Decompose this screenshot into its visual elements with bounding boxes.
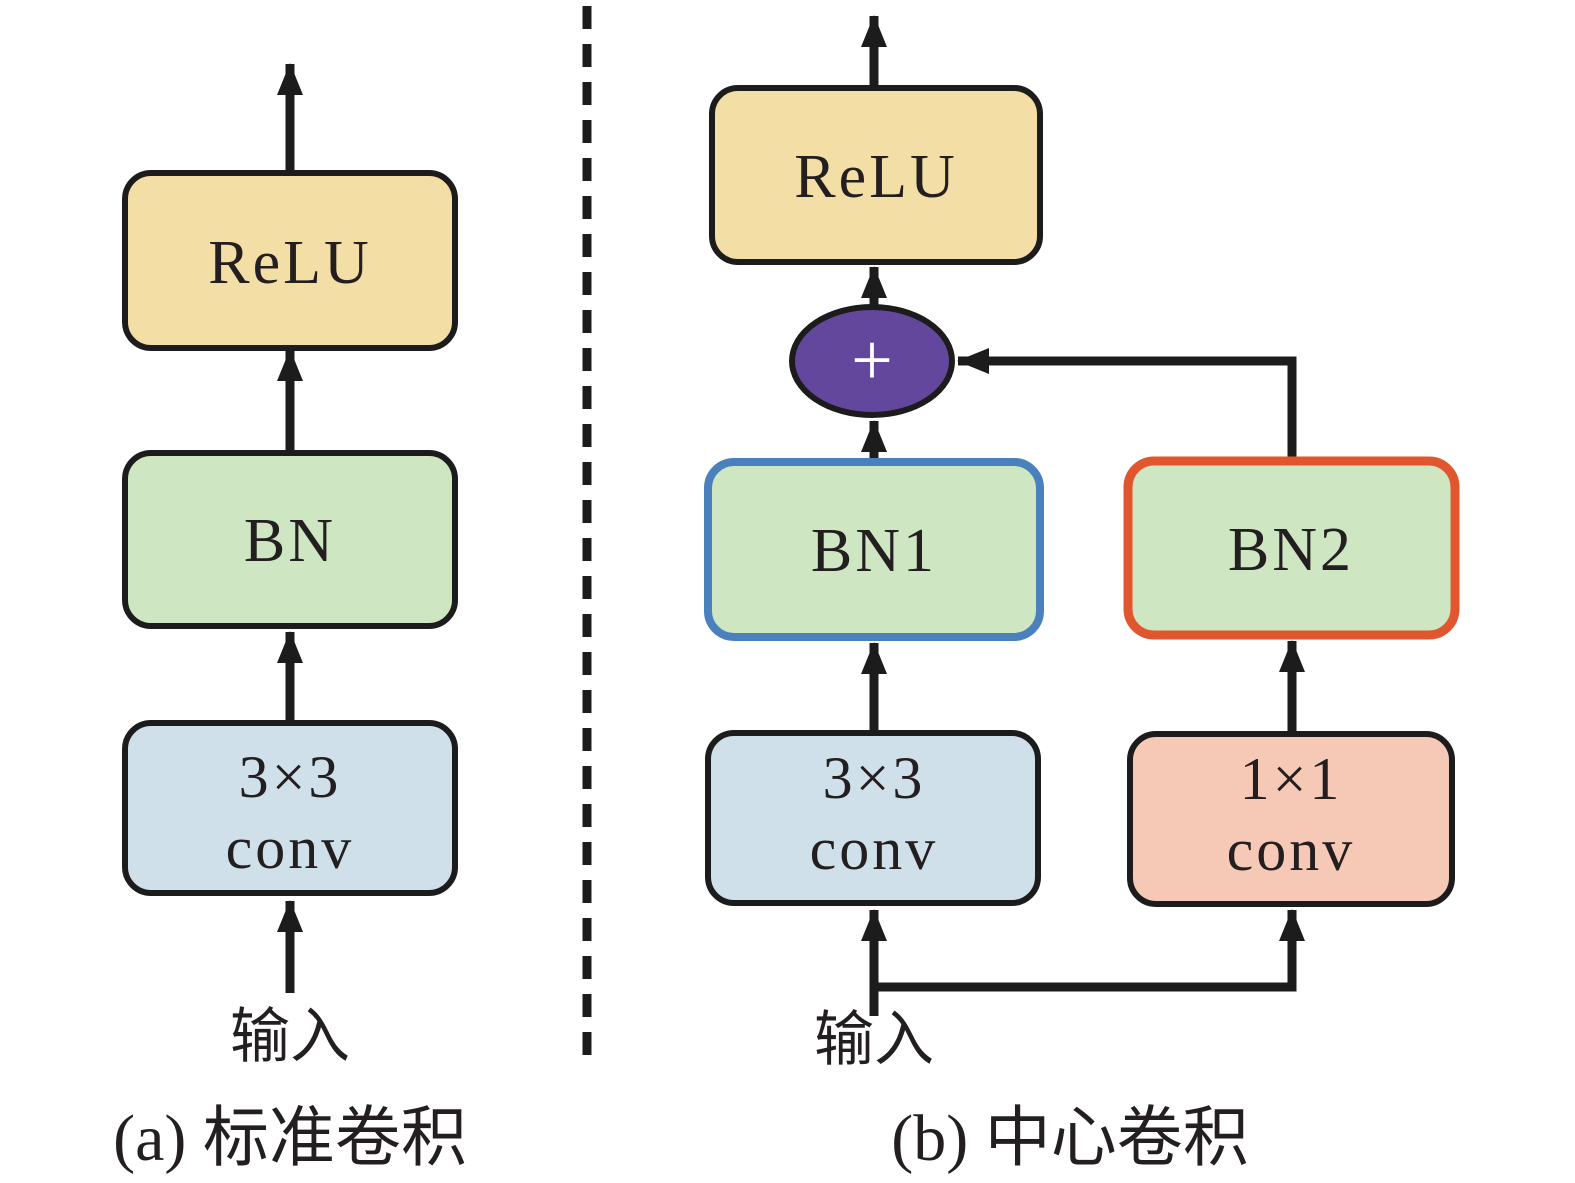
b-conv11-label-line1: 1×1: [1240, 746, 1343, 812]
b-arrow-bn2-to-add: [957, 348, 1297, 463]
b-bn1-label: BN1: [811, 517, 937, 585]
b-conv11-box: [1127, 731, 1455, 907]
a-conv-label-line2: conv: [226, 815, 355, 881]
b-relu-label: ReLU: [794, 143, 958, 211]
a-caption: (a) 标准卷积: [113, 1102, 467, 1175]
b-caption: (b) 中心卷积: [891, 1102, 1248, 1175]
a-input-label: 输入: [230, 1004, 350, 1070]
panel-a: ReLU BN 3×3 conv 输入 (a) 标准卷积: [113, 63, 467, 1175]
b-conv33-label-line1: 3×3: [823, 745, 926, 811]
a-relu-box: [122, 170, 458, 351]
b-conv33-box: [705, 730, 1041, 906]
a-conv-box: [122, 720, 458, 896]
b-input-label: 输入: [814, 1007, 934, 1073]
b-branch-elbow-arrow: [874, 909, 1305, 992]
b-bn1-box: [704, 458, 1044, 641]
b-add-ellipse: [789, 304, 955, 418]
b-conv33-label-line2: conv: [810, 816, 939, 882]
a-bn-box: [122, 450, 458, 629]
b-bn2-label: BN2: [1228, 516, 1354, 584]
b-relu-box: [709, 85, 1043, 265]
a-bn-label: BN: [244, 507, 336, 575]
b-add-plus-label: +: [851, 320, 893, 402]
b-conv11-label-line2: conv: [1227, 817, 1356, 883]
a-relu-label: ReLU: [208, 229, 372, 297]
panel-b: ReLU + BN1 BN2 3×3 conv 1×1 conv 输入 (b) …: [704, 15, 1460, 1175]
b-bn2-box: [1123, 456, 1460, 640]
a-conv-label-line1: 3×3: [239, 744, 342, 810]
